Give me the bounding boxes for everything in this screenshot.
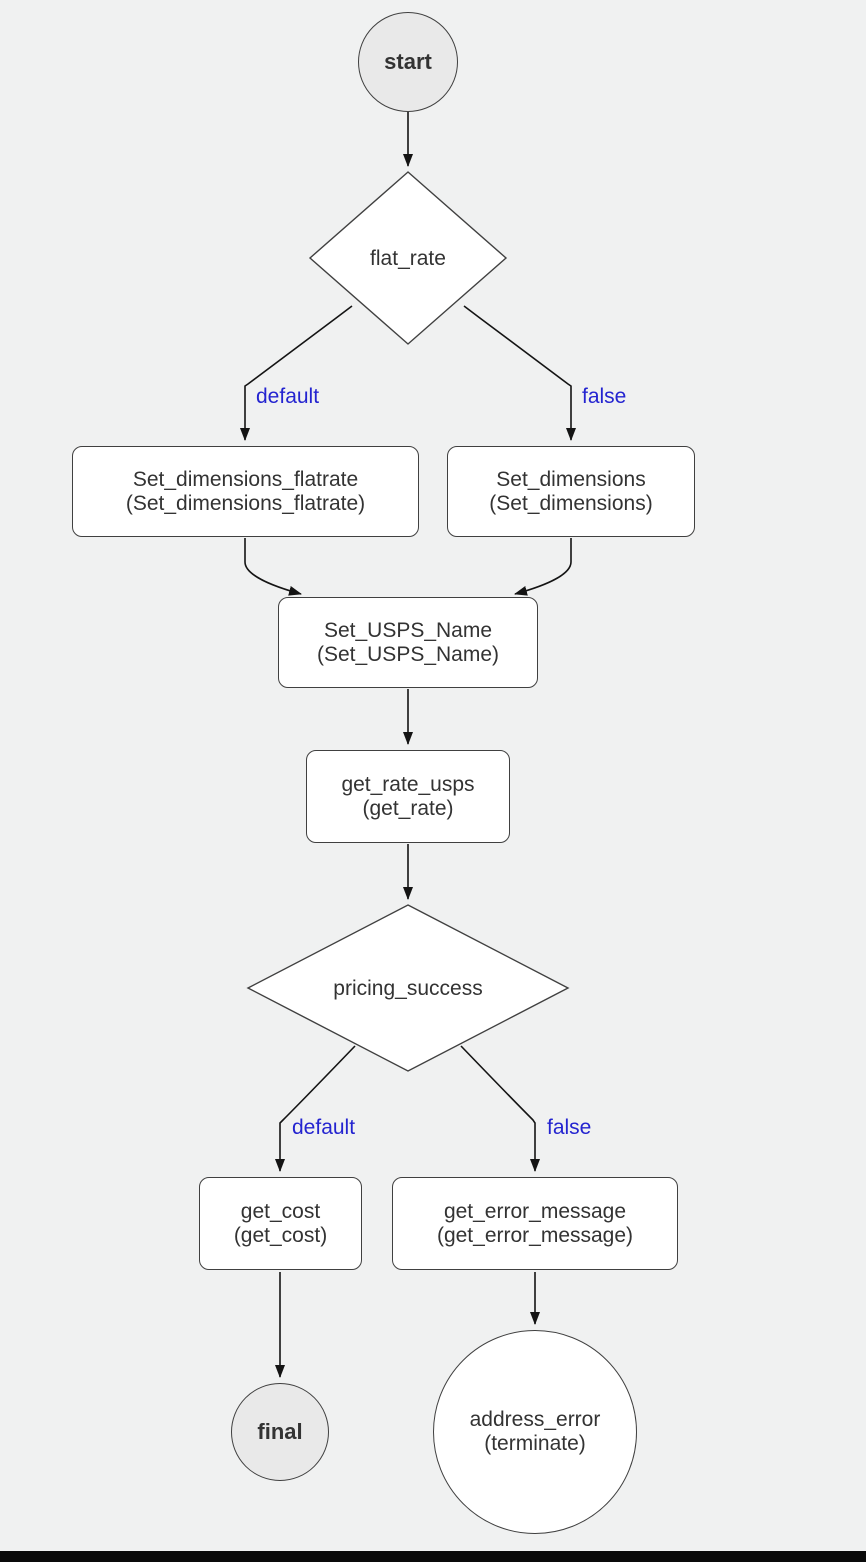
- node-final: final: [231, 1383, 329, 1481]
- decision-pricing-success-shape: [246, 904, 570, 1072]
- node-set-dimensions-action: (Set_dimensions): [489, 491, 653, 515]
- node-set-dimensions-flatrate-action: (Set_dimensions_flatrate): [125, 491, 366, 515]
- node-address-error: address_error (terminate): [433, 1330, 637, 1534]
- edge-label-pricing-default: default: [292, 1116, 356, 1139]
- edge-flat-rate-default: [240, 305, 353, 441]
- edge-label-flat-rate-false: false: [582, 385, 627, 408]
- node-pricing-success-label: pricing_success: [333, 977, 483, 1000]
- node-final-label: final: [257, 1419, 303, 1444]
- edge-dimensions-box-to-usps: [514, 538, 572, 596]
- node-start: start: [358, 12, 458, 112]
- node-get-rate-usps-name: get_rate_usps: [341, 772, 475, 796]
- node-set-dimensions-flatrate: Set_dimensions_flatrate (Set_dimensions_…: [72, 446, 419, 537]
- node-get-cost-action: (get_cost): [233, 1223, 328, 1247]
- node-set-usps-name-action: (Set_USPS_Name): [316, 642, 500, 666]
- node-flat-rate-label: flat_rate: [370, 247, 446, 270]
- edge-flat-rate-false: [463, 305, 576, 441]
- decision-flat-rate-shape: [308, 171, 508, 345]
- node-set-usps-name: Set_USPS_Name (Set_USPS_Name): [278, 597, 538, 688]
- node-get-cost: get_cost (get_cost): [199, 1177, 362, 1270]
- node-get-rate-usps-action: (get_rate): [362, 796, 454, 820]
- edge-pricing-default: [275, 1045, 356, 1172]
- bottom-black-bar: [0, 1551, 866, 1562]
- edge-flatrate-box-to-usps: [244, 538, 302, 596]
- node-set-dimensions-flatrate-name: Set_dimensions_flatrate: [132, 467, 359, 491]
- edge-label-pricing-false: false: [547, 1116, 592, 1139]
- node-get-error-message: get_error_message (get_error_message): [392, 1177, 678, 1270]
- node-set-dimensions: Set_dimensions (Set_dimensions): [447, 446, 695, 537]
- edge-pricing-false: [460, 1045, 540, 1172]
- node-get-error-message-name: get_error_message: [443, 1199, 627, 1223]
- node-set-dimensions-name: Set_dimensions: [496, 467, 646, 491]
- node-get-error-message-action: (get_error_message): [436, 1223, 634, 1247]
- edge-label-flat-rate-default: default: [256, 385, 320, 408]
- node-address-error-action: (terminate): [484, 1432, 586, 1455]
- node-get-rate-usps: get_rate_usps (get_rate): [306, 750, 510, 843]
- node-get-cost-name: get_cost: [240, 1199, 321, 1223]
- node-address-error-name: address_error: [469, 1408, 601, 1431]
- node-start-label: start: [384, 49, 432, 74]
- node-set-usps-name-name: Set_USPS_Name: [323, 618, 493, 642]
